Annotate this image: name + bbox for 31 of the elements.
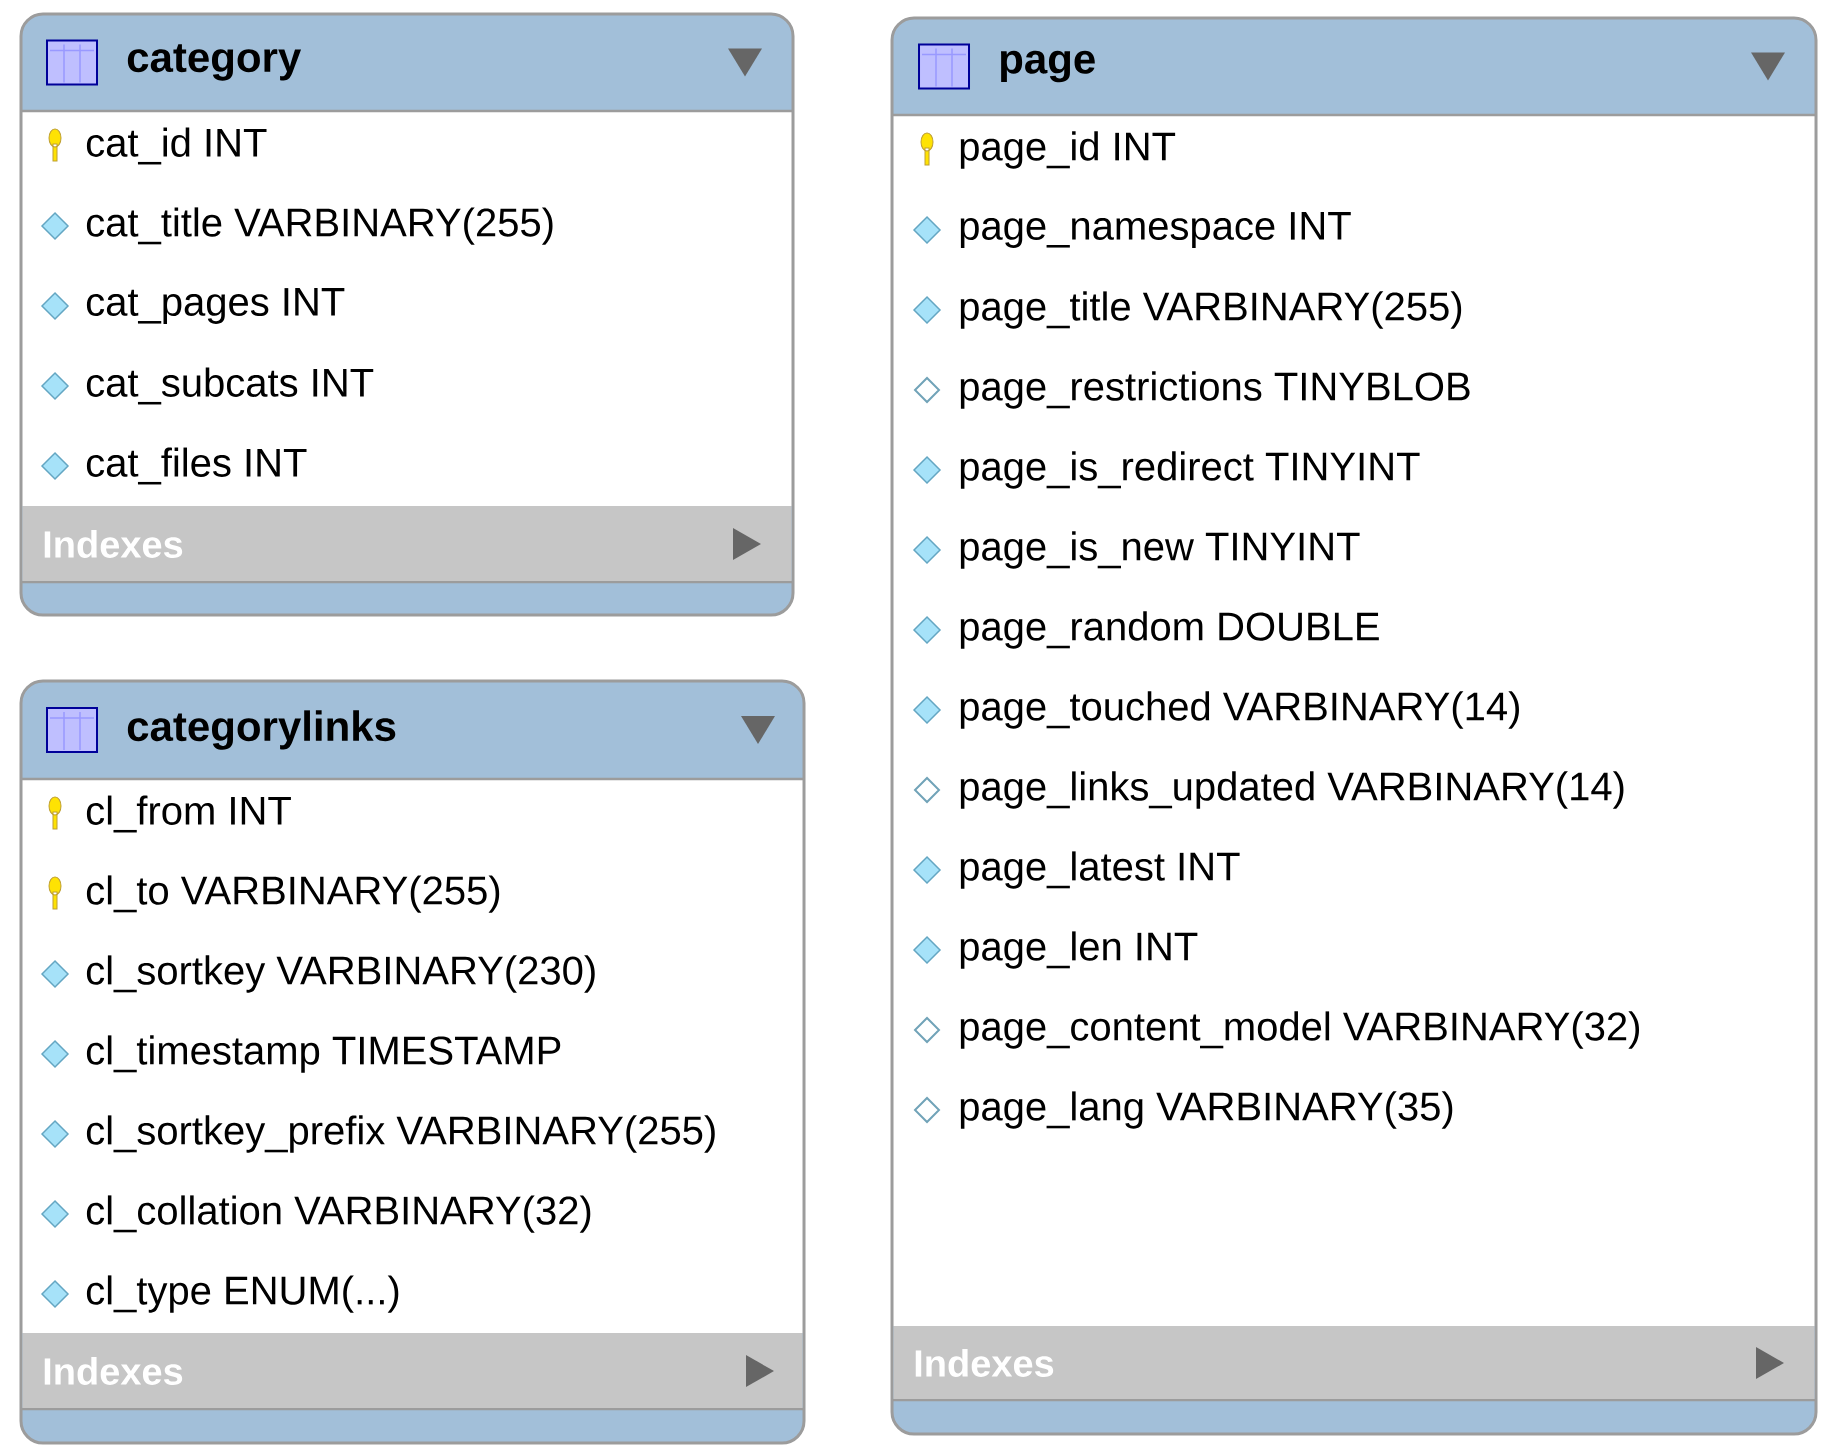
column-name: cat_pages INT xyxy=(86,288,345,324)
column-name: page_links_updated VARBINARY(14) xyxy=(960,771,1624,809)
column-name: page_touched VARBINARY(14) xyxy=(960,691,1519,729)
column-name: cl_from INT xyxy=(86,795,291,833)
indexes-bar: Indexes xyxy=(22,1333,803,1408)
column-name: page_namespace INT xyxy=(960,212,1351,248)
column-name: cat_subcats INT xyxy=(86,367,374,405)
column-name: page_latest INT xyxy=(960,851,1240,889)
column-name: cat_files INT xyxy=(86,447,307,485)
column-name: cl_sortkey VARBINARY(230) xyxy=(86,955,595,993)
column-name: cl_timestamp TIMESTAMP xyxy=(86,1035,561,1073)
column-name: cl_type ENUM(...) xyxy=(86,1275,399,1313)
table-title: page xyxy=(1001,50,1095,83)
column-name: cl_sortkey_prefix VARBINARY(255) xyxy=(86,1115,715,1153)
table-title: categorylinks xyxy=(127,710,396,750)
column-name: cat_id INT xyxy=(86,127,267,165)
column-name: cl_collation VARBINARY(32) xyxy=(86,1195,591,1233)
column-name: page_id INT xyxy=(960,131,1176,169)
column-name: cat_title VARBINARY(255) xyxy=(86,207,553,245)
table-title: category xyxy=(127,44,302,81)
column-name: page_lang VARBINARY(35) xyxy=(960,1091,1453,1129)
column-name: page_is_new TINYINT xyxy=(960,531,1360,569)
indexes-bar: Indexes xyxy=(22,506,792,581)
column-name: page_len INT xyxy=(960,931,1198,969)
column-name: page_title VARBINARY(255) xyxy=(960,291,1462,329)
column-name: page_random DOUBLE xyxy=(960,611,1379,649)
column-name: page_restrictions TINYBLOB xyxy=(960,371,1470,409)
column-name: page_is_redirect TINYINT xyxy=(960,451,1420,489)
indexes-bar: Indexes xyxy=(893,1326,1815,1399)
column-name: page_content_model VARBINARY(32) xyxy=(960,1011,1639,1049)
column-name: cl_to VARBINARY(255) xyxy=(86,875,500,913)
